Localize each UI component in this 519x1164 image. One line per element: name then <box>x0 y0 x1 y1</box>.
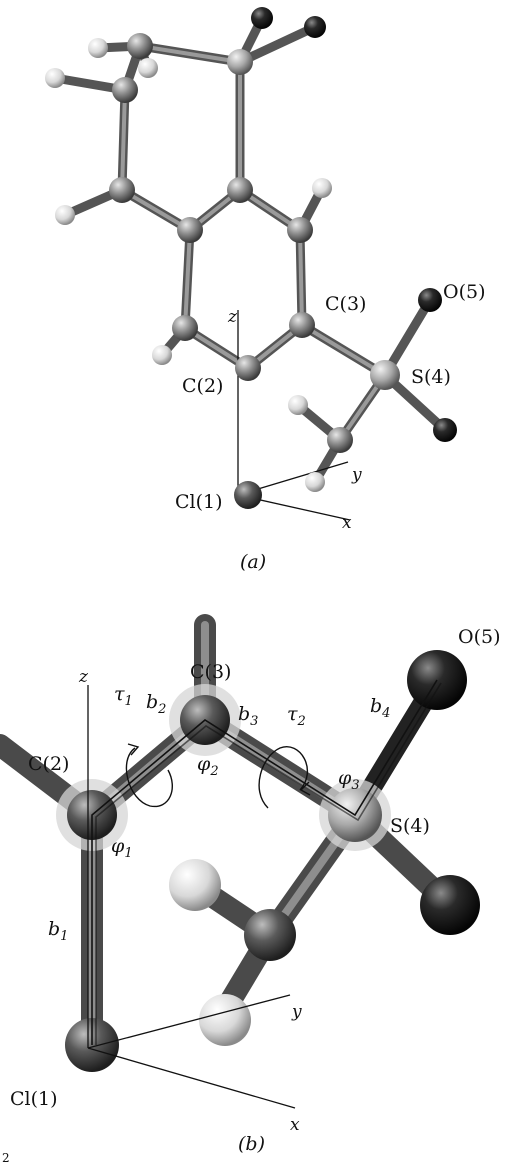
panel-b-axes <box>87 685 296 1109</box>
panel-b-x-axis <box>87 1047 296 1109</box>
panel-b-c3-label: C(3) <box>190 661 231 683</box>
panel-b-hydrogen-atom <box>199 994 251 1046</box>
panel-a-c3-atom <box>289 312 315 338</box>
panel-a-cl1-atom <box>234 481 262 509</box>
panel-b: z y x C(2) C(3) S(4) O(5) Cl(1) b1 b2 b3… <box>0 614 501 1164</box>
panel-a-hydrogen-atom <box>88 38 108 58</box>
panel-b-bond-vector-chain-shadow <box>95 682 442 1045</box>
panel-a-carbon-atom <box>172 315 198 341</box>
panel-a-carbon-atom <box>287 217 313 243</box>
panel-a-carbon-atom <box>127 33 153 59</box>
panel-b-tau1-arrow <box>125 743 173 808</box>
panel-b-b4-label: b4 <box>370 695 390 721</box>
panel-a-hydrogen-atom <box>45 68 65 88</box>
panel-b-phi3-label: φ3 <box>338 767 360 793</box>
panel-a-oxygen-atom <box>433 418 457 442</box>
panel-a-atoms <box>45 7 457 509</box>
panel-b-cl1-label: Cl(1) <box>10 1088 58 1110</box>
panel-b-o5-label: O(5) <box>458 626 501 648</box>
panel-a-hydrogen-atom <box>55 205 75 225</box>
panel-a-cl1-label: Cl(1) <box>175 491 223 513</box>
panel-b-b3-label: b3 <box>238 703 258 729</box>
panel-b-torsion-arrows <box>125 743 311 809</box>
panel-b-oxygen-atom <box>420 875 480 935</box>
panel-b-hydrogen-atom <box>169 859 221 911</box>
panel-b-b2-label: b2 <box>146 691 166 717</box>
panel-a-hydrogen-atom <box>305 472 325 492</box>
panel-a-carbon-atom <box>112 77 138 103</box>
panel-a-hydrogen-atom <box>312 178 332 198</box>
panel-a-s4-label: S(4) <box>411 366 451 388</box>
panel-b-tau2-arrow <box>258 745 311 809</box>
panel-b-tau2-label: τ2 <box>287 703 306 729</box>
panel-b-bond-vector-chain <box>91 679 438 1045</box>
panel-a-carbon-atom <box>227 177 253 203</box>
panel-a-hydrogen-atom <box>152 345 172 365</box>
panel-a-c2-label: C(2) <box>182 375 223 397</box>
panel-b-c2-label: C(2) <box>28 753 69 775</box>
panel-b-phi1-label: φ1 <box>111 835 133 861</box>
panel-a-o5-label: O(5) <box>443 281 486 303</box>
panel-b-methyl-carbon-atom <box>244 909 296 961</box>
panel-b-vector-path <box>91 679 442 1045</box>
panel-a-y-label: y <box>351 465 362 485</box>
panel-b-phi2-label: φ2 <box>197 753 219 779</box>
panel-a-carbon-atom <box>109 177 135 203</box>
panel-b-tau1-label: τ1 <box>114 683 133 709</box>
panel-a: z y x Cl(1) C(2) C(3) S(4) O(5) (a) <box>45 7 486 573</box>
panel-a-c3-label: C(3) <box>325 293 366 315</box>
panel-a-labels: z y x Cl(1) C(2) C(3) S(4) O(5) (a) <box>175 281 486 573</box>
panel-a-hydrogen-atom <box>288 395 308 415</box>
panel-a-sulfur-atom <box>227 49 253 75</box>
panel-a-oxygen-atom <box>251 7 273 29</box>
panel-a-oxygen-atom <box>304 16 326 38</box>
panel-b-labels: z y x C(2) C(3) S(4) O(5) Cl(1) b1 b2 b3… <box>2 626 501 1164</box>
panel-b-s4-label: S(4) <box>390 815 430 837</box>
panel-a-c2-atom <box>235 355 261 381</box>
panel-b-caption: (b) <box>238 1133 265 1155</box>
panel-b-b1-label: b1 <box>48 918 68 944</box>
panel-a-o5-atom <box>418 288 442 312</box>
panel-a-z-label: z <box>227 307 238 327</box>
stray-mark: 2 <box>2 1151 10 1164</box>
panel-b-z-label: z <box>78 667 89 687</box>
panel-a-x-label: x <box>342 513 352 533</box>
panel-b-y-label: y <box>291 1002 302 1022</box>
panel-a-hydrogen-atom <box>138 58 158 78</box>
panel-a-carbon-atom <box>177 217 203 243</box>
panel-b-y-axis <box>87 994 291 1049</box>
panel-a-caption: (a) <box>240 551 266 573</box>
panel-a-s4-atom <box>370 360 400 390</box>
panel-a-methyl-carbon-atom <box>327 427 353 453</box>
panel-b-x-label: x <box>290 1115 300 1135</box>
